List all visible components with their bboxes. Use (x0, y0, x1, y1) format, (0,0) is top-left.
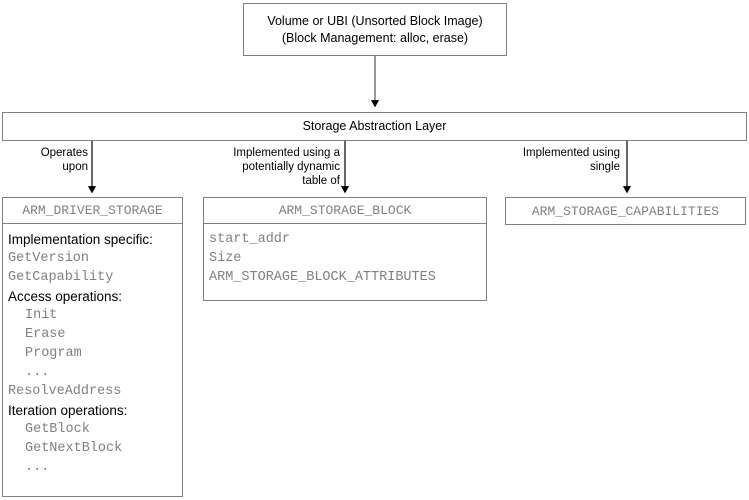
member-row: GetBlock (25, 422, 90, 437)
arm-storage-block-title: ARM_STORAGE_BLOCK (278, 203, 412, 218)
member-row: Access operations: (8, 289, 123, 304)
arm-driver-storage-title: ARM_DRIVER_STORAGE (22, 203, 163, 218)
member-row: Iteration operations: (8, 403, 128, 418)
member-row: Erase (25, 327, 66, 342)
connector-label-implemented-using-single: Implemented using single (522, 147, 620, 173)
member-row: GetNextBlock (25, 441, 123, 456)
member-row: Program (25, 346, 82, 361)
member-row: GetVersion (8, 251, 90, 266)
member-row: start_addr (209, 232, 291, 247)
storage-abstraction-layer-label: Storage Abstraction Layer (302, 119, 447, 133)
member-row: ... (25, 460, 50, 475)
connector-label-operates-upon: Operates upon (40, 147, 88, 173)
volume-ubi-line1: Volume or UBI (Unsorted Block Image) (267, 13, 483, 28)
member-row: ARM_STORAGE_BLOCK_ATTRIBUTES (209, 270, 436, 285)
connector-label-implemented-using-table: Implemented using a potentially dynamic … (233, 147, 340, 187)
arm-driver-storage-box: ARM_DRIVER_STORAGE Implementation specif… (2, 197, 183, 497)
storage-abstraction-layer-box: Storage Abstraction Layer (2, 112, 747, 141)
arm-storage-capabilities-title: ARM_STORAGE_CAPABILITIES (531, 203, 720, 219)
arm-driver-storage-header: ARM_DRIVER_STORAGE (3, 198, 182, 224)
member-row: Implementation specific: (8, 232, 153, 247)
member-row: ... (25, 365, 50, 380)
member-row: ResolveAddress (8, 384, 122, 399)
arm-storage-capabilities-box: ARM_STORAGE_CAPABILITIES (505, 197, 746, 225)
arm-storage-block-header: ARM_STORAGE_BLOCK (204, 198, 486, 224)
member-row: GetCapability (8, 270, 114, 285)
member-row: Size (209, 251, 242, 266)
volume-ubi-box: Volume or UBI (Unsorted Block Image) (Bl… (243, 3, 507, 56)
member-row: Init (25, 308, 58, 323)
volume-ubi-line2: (Block Management: alloc, erase) (281, 30, 469, 45)
